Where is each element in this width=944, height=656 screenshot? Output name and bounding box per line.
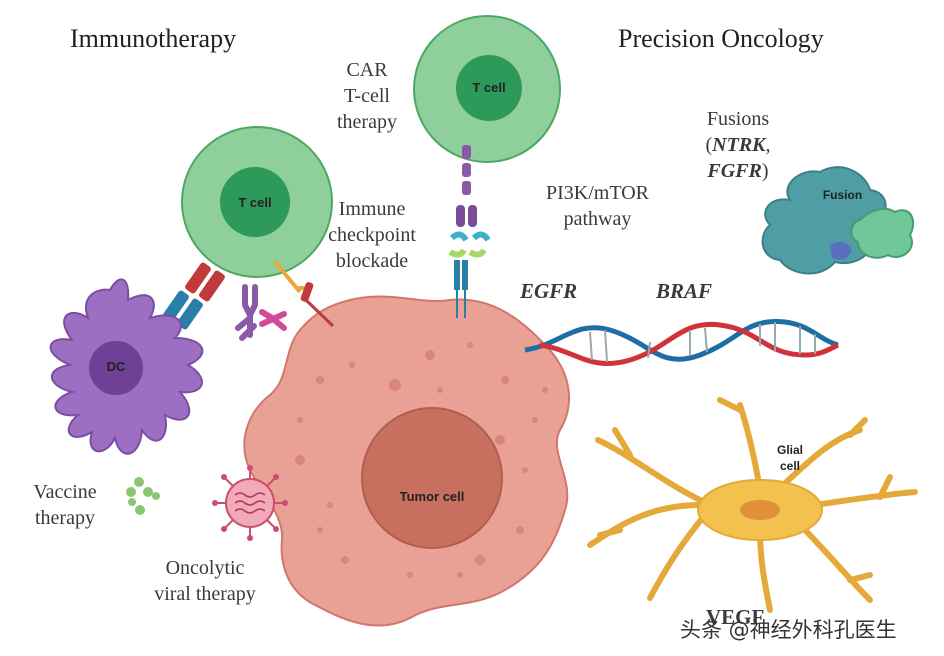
- vaccine-particles: [126, 477, 160, 515]
- tcr-mhc-complex: [154, 262, 225, 341]
- dendritic-cell-nucleus: [89, 341, 143, 395]
- label-fusion: Fusion: [822, 188, 863, 202]
- heading-precision-oncology: Precision Oncology: [618, 24, 824, 53]
- label-car-tcell: T cell: [472, 80, 506, 95]
- tumor-granules: [295, 342, 548, 578]
- label-egfr: EGFR: [520, 279, 578, 303]
- label-tumor-cell: Tumor cell: [399, 489, 465, 504]
- fusion-protein: [761, 166, 915, 275]
- glial-cell-nucleus: [740, 500, 780, 520]
- label-vegf: VEGF: [706, 605, 765, 629]
- label-braf: BRAF: [656, 279, 713, 303]
- label-checkpoint-tcell: T cell: [238, 195, 272, 210]
- oncolytic-virus: [212, 465, 288, 541]
- dna-helix: [524, 319, 840, 366]
- heading-immunotherapy: Immunotherapy: [70, 24, 237, 53]
- tumor-nucleus: [361, 407, 503, 549]
- checkpoint-antibodies: [235, 284, 287, 341]
- watermark: 头条 @神经外科孔医生: [680, 618, 897, 642]
- label-dc: DC: [106, 359, 126, 374]
- checkpoint-tcell-nucleus: [220, 167, 290, 237]
- car-tcell-nucleus: [456, 55, 522, 121]
- checkpoint-receptors: [273, 260, 335, 328]
- label-fusions: Fusions (NTRK, FGFR): [705, 108, 771, 182]
- car-receptor: [448, 145, 491, 318]
